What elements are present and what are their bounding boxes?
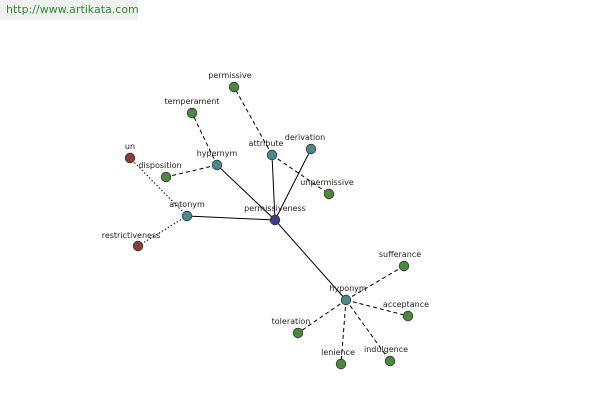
node-restrictiveness[interactable] <box>132 240 144 252</box>
node-label-toleration: toleration <box>272 317 311 326</box>
edge-permissiveness-attribute <box>271 154 276 221</box>
edge-hyponym-lenience <box>340 299 347 365</box>
node-unpermissive[interactable] <box>323 188 335 200</box>
edge-permissiveness-hyponym <box>274 219 347 301</box>
node-attribute[interactable] <box>266 149 278 161</box>
label-layer: permissiveness hypernym attributederivatio… <box>102 71 429 357</box>
node-label-antonym: antonym <box>169 200 205 209</box>
edge-hypernym-temperament <box>191 112 218 166</box>
node-label-disposition: disposition <box>138 161 181 170</box>
watermark-link[interactable]: http://www.artikata.com <box>0 0 139 20</box>
node-label-sufferance: sufferance <box>379 250 421 259</box>
node-label-hyponym: hyponym <box>329 284 367 293</box>
node-label-permissiveness: permissiveness <box>244 204 306 213</box>
edge-hyponym-toleration <box>297 299 347 334</box>
node-derivation[interactable] <box>305 143 317 155</box>
edge-hyponym-sufferance <box>345 265 405 301</box>
node-un[interactable] <box>124 152 136 164</box>
node-permissiveness[interactable] <box>269 214 281 226</box>
node-label-un: un <box>125 142 135 151</box>
node-hypernym[interactable] <box>211 159 223 171</box>
node-sufferance[interactable] <box>398 260 410 272</box>
edge-antonym-un <box>129 157 188 217</box>
node-label-permissive: permissive <box>208 71 251 80</box>
node-acceptance[interactable] <box>402 310 414 322</box>
node-antonym[interactable] <box>181 210 193 222</box>
node-lenience[interactable] <box>335 358 347 370</box>
edge-attribute-permissive <box>233 86 273 156</box>
edge-hypernym-disposition <box>165 164 218 178</box>
node-label-temperament: temperament <box>165 97 220 106</box>
node-permissive[interactable] <box>228 81 240 93</box>
edge-permissiveness-hypernym <box>216 164 276 221</box>
edge-antonym-restrictiveness <box>137 215 188 247</box>
node-label-derivation: derivation <box>285 133 325 142</box>
node-label-unpermissive: unpermissive <box>300 178 354 187</box>
edge-attribute-unpermissive <box>271 154 330 195</box>
node-label-lenience: lenience <box>321 348 355 357</box>
node-hyponym[interactable] <box>340 294 352 306</box>
node-indulgence[interactable] <box>384 355 396 367</box>
node-label-acceptance: acceptance <box>383 300 429 309</box>
node-label-indulgence: indulgence <box>364 345 408 354</box>
edge-permissiveness-antonym <box>186 215 276 221</box>
node-temperament[interactable] <box>186 107 198 119</box>
edge-permissiveness-derivation <box>274 148 312 221</box>
node-toleration[interactable] <box>292 327 304 339</box>
node-layer <box>124 81 414 370</box>
node-disposition[interactable] <box>160 171 172 183</box>
edge-hyponym-indulgence <box>345 299 391 362</box>
node-label-attribute: attribute <box>249 139 284 148</box>
node-label-hypernym: hypernym <box>197 149 238 158</box>
edge-layer <box>129 86 409 365</box>
edge-hyponym-acceptance <box>345 299 409 317</box>
node-label-restrictiveness: restrictiveness <box>102 231 161 240</box>
